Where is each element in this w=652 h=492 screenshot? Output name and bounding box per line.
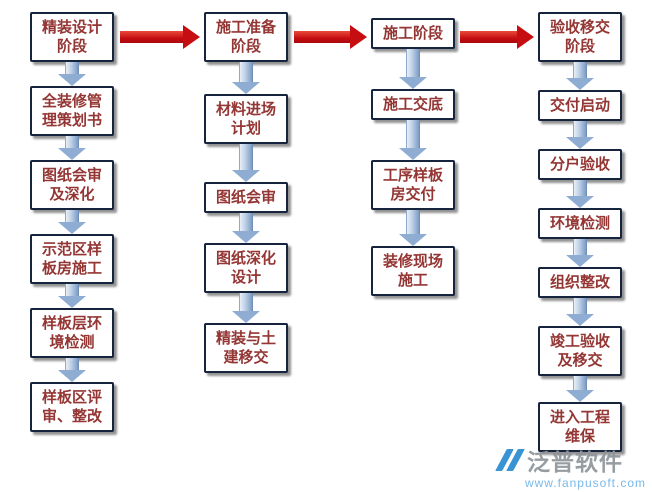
flow-step: 进入工程维保 [538,402,622,452]
flow-step: 装修现场施工 [371,246,455,296]
down-arrow-icon [232,144,260,182]
down-arrow-icon [399,49,427,89]
flow-column-design-stage: 精装设计阶段 全装修管理策划书 图纸会审及深化 示范区样板房施工 样板层环境检测… [30,12,114,432]
flow-step: 全装修管理策划书 [30,86,114,136]
down-arrow-icon [58,284,86,308]
flow-step: 样板层环境检测 [30,308,114,358]
flow-step: 图纸深化设计 [204,243,288,293]
down-arrow-icon [566,121,594,149]
stage-header: 施工阶段 [371,18,455,49]
flow-step: 样板区评审、整改 [30,382,114,432]
flow-step: 工序样板房交付 [371,160,455,210]
down-arrow-icon [232,293,260,323]
flow-step: 材料进场计划 [204,94,288,144]
fanpu-logo-icon [495,449,525,471]
down-arrow-icon [566,376,594,402]
down-arrow-icon [58,62,86,86]
down-arrow-icon [58,136,86,160]
stage-header: 精装设计阶段 [30,12,114,62]
down-arrow-icon [566,62,594,90]
flow-step: 组织整改 [538,267,622,298]
down-arrow-icon [232,213,260,243]
flow-column-acceptance-stage: 验收移交阶段 交付启动 分户验收 环境检测 组织整改 竣工验收及移交 进入工程维… [538,12,622,452]
flow-column-construction-stage: 施工阶段 施工交底 工序样板房交付 装修现场施工 [371,18,455,296]
red-arrow-right-icon [460,25,534,49]
down-arrow-icon [399,120,427,160]
flow-step: 图纸会审及深化 [30,160,114,210]
flow-step: 交付启动 [538,90,622,121]
down-arrow-icon [399,210,427,246]
watermark-url: www.fanpusoft.com [524,476,646,490]
flow-step: 环境检测 [538,208,622,239]
stage-header: 施工准备阶段 [204,12,288,62]
down-arrow-icon [566,239,594,267]
flow-column-preparation-stage: 施工准备阶段 材料进场计划 图纸会审 图纸深化设计 精装与土建移交 [204,12,288,373]
down-arrow-icon [58,358,86,382]
flow-step: 示范区样板房施工 [30,234,114,284]
flow-step: 图纸会审 [204,182,288,213]
flow-step: 精装与土建移交 [204,323,288,373]
red-arrow-right-icon [120,25,200,49]
flow-step: 施工交底 [371,89,455,120]
red-arrow-right-icon [294,25,367,49]
down-arrow-icon [232,62,260,94]
down-arrow-icon [566,298,594,326]
flow-step: 分户验收 [538,149,622,180]
stage-header: 验收移交阶段 [538,12,622,62]
watermark: 泛普软件 www.fanpusoft.com [495,443,646,490]
down-arrow-icon [58,210,86,234]
flow-step: 竣工验收及移交 [538,326,622,376]
down-arrow-icon [566,180,594,208]
watermark-brand: 泛普软件 [526,449,623,475]
